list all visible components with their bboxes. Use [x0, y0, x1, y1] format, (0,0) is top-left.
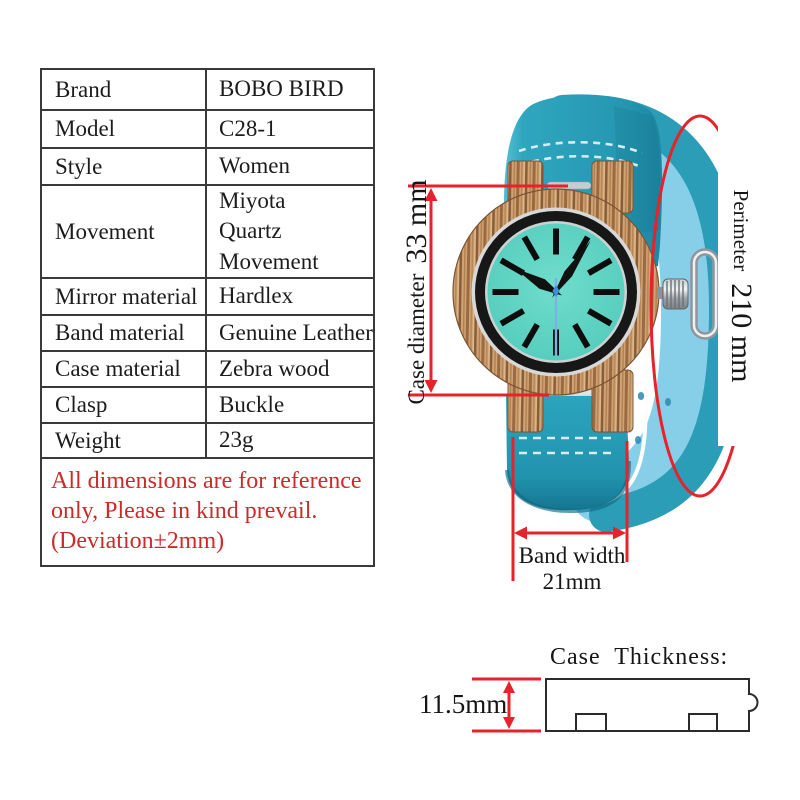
- hour-hand: [515, 268, 563, 296]
- spec-label: Model: [40, 109, 207, 149]
- table-row: Weight 23g: [40, 422, 375, 460]
- spec-value: Buckle: [205, 386, 375, 425]
- perimeter-label: Perimeter: [729, 189, 754, 272]
- minute-hand: [552, 240, 591, 298]
- spec-value: 23g: [205, 422, 375, 460]
- spec-label: Clasp: [40, 386, 207, 425]
- spec-value: Miyota Quartz Movement: [205, 183, 375, 280]
- band-width-label: Band width: [518, 543, 626, 568]
- spec-value: Hardlex: [205, 277, 375, 317]
- table-row-note: All dimensions are for reference only, P…: [40, 457, 375, 568]
- perimeter-value: 210 mm: [725, 283, 758, 383]
- table-row: Movement Miyota Quartz Movement: [40, 183, 375, 280]
- dimension-arrowheads: [424, 188, 626, 729]
- case-diameter-label: Case diameter: [404, 273, 429, 405]
- spec-label: Style: [40, 147, 207, 186]
- spec-label: Movement: [40, 183, 207, 280]
- spec-label: Band material: [40, 314, 207, 353]
- perimeter-annotation: Perimeter 210 mm: [718, 126, 764, 446]
- spec-value: C28-1: [205, 109, 375, 149]
- table-row: Mirror material Hardlex: [40, 277, 375, 317]
- band-lining: [572, 122, 714, 522]
- case-profile-drawing: [545, 678, 759, 732]
- spec-table: Brand BOBO BIRD Model C28-1 Style Women …: [40, 68, 375, 568]
- spec-value: BOBO BIRD: [205, 68, 375, 111]
- spec-value: Zebra wood: [205, 350, 375, 389]
- stitching: [518, 140, 643, 155]
- band-width-annotation: Band width 21mm: [492, 543, 652, 595]
- spec-value: Genuine Leather: [205, 314, 375, 353]
- buckle: [690, 248, 720, 340]
- band-width-value: 21mm: [542, 569, 602, 594]
- watch-case: [452, 160, 689, 433]
- spec-label: Brand: [40, 68, 207, 111]
- table-row: Clasp Buckle: [40, 386, 375, 425]
- table-row: Model C28-1: [40, 109, 375, 149]
- spec-label: Mirror material: [40, 277, 207, 317]
- case-thickness-value: 11.5mm: [419, 689, 508, 719]
- table-row: Case material Zebra wood: [40, 350, 375, 389]
- crown: [657, 278, 689, 310]
- dimension-note: All dimensions are for reference only, P…: [40, 457, 375, 568]
- spec-label: Case material: [40, 350, 207, 389]
- table-row: Style Women: [40, 147, 375, 186]
- case-thickness-title: Case Thickness:: [550, 644, 729, 670]
- spec-value: Women: [205, 147, 375, 186]
- table-row: Brand BOBO BIRD: [40, 68, 375, 111]
- table-row: Band material Genuine Leather: [40, 314, 375, 353]
- watch-hands: [515, 240, 591, 356]
- case-diameter-annotation: Case diameter 33 mm: [395, 142, 439, 442]
- case-diameter-value: 33 mm: [400, 179, 433, 264]
- dimension-lines: [408, 114, 751, 733]
- spec-label: Weight: [40, 422, 207, 460]
